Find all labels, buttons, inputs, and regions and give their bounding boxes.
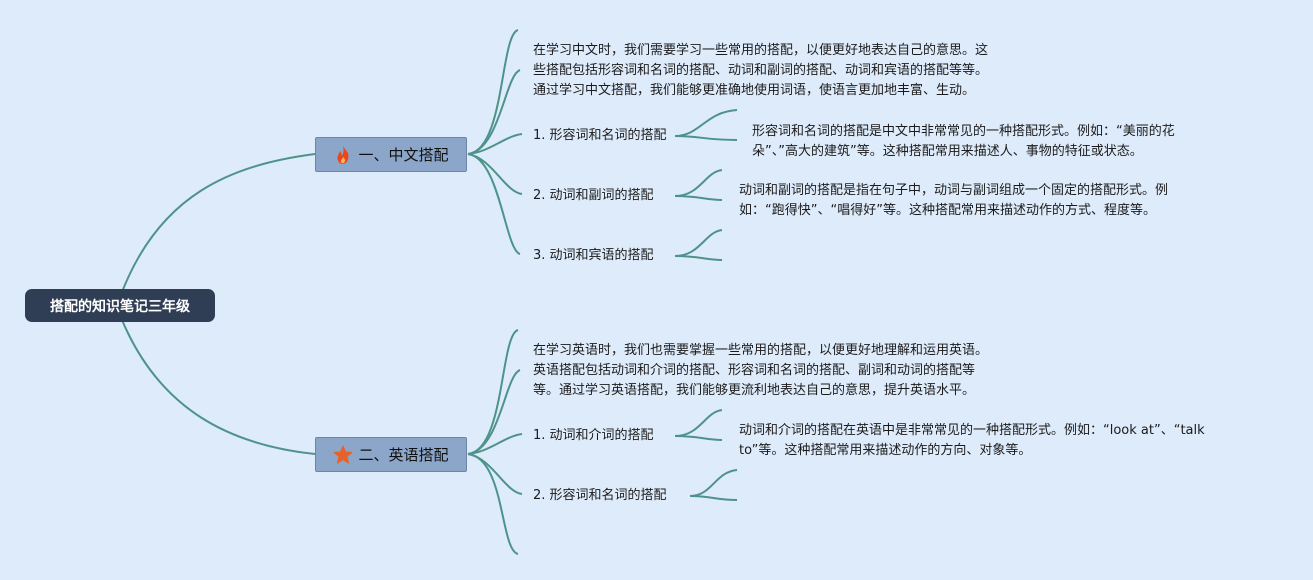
english-item-verb-prep-detail: 动词和介词的搭配在英语中是非常常见的一种搭配形式。例如：“look at”、“t… (739, 423, 1205, 458)
chinese-item-verb-adverb[interactable]: 2. 动词和副词的搭配 (533, 188, 654, 203)
chinese-intro-text: 在学习中文时，我们需要学习一些常用的搭配，以便更好地表达自己的意思。这 些搭配包… (533, 43, 989, 98)
branch-label: 二、英语搭配 (358, 446, 449, 464)
english-item-verb-prep[interactable]: 1. 动词和介词的搭配 (533, 428, 654, 443)
fire-icon (333, 145, 353, 165)
branch-chinese-collocation[interactable]: 一、中文搭配 (315, 137, 467, 172)
chinese-item-adj-noun-detail: 形容词和名词的搭配是中文中非常常见的一种搭配形式。例如：“美丽的花 朵”、”高大… (752, 124, 1175, 159)
root-topic[interactable]: 搭配的知识笔记三年级 (25, 289, 215, 322)
branch-english-collocation[interactable]: 二、英语搭配 (315, 437, 467, 472)
root-topic-label: 搭配的知识笔记三年级 (50, 298, 190, 315)
chinese-item-adj-noun[interactable]: 1. 形容词和名词的搭配 (533, 128, 667, 143)
branch-label: 一、中文搭配 (358, 146, 449, 164)
chinese-item-verb-object[interactable]: 3. 动词和宾语的搭配 (533, 248, 654, 263)
star-icon (333, 445, 353, 465)
english-item-adj-noun[interactable]: 2. 形容词和名词的搭配 (533, 488, 667, 503)
chinese-item-verb-adverb-detail: 动词和副词的搭配是指在句子中，动词与副词组成一个固定的搭配形式。例 如：“跑得快… (739, 183, 1169, 218)
english-intro-text: 在学习英语时，我们也需要掌握一些常用的搭配，以便更好地理解和运用英语。 英语搭配… (533, 343, 989, 398)
